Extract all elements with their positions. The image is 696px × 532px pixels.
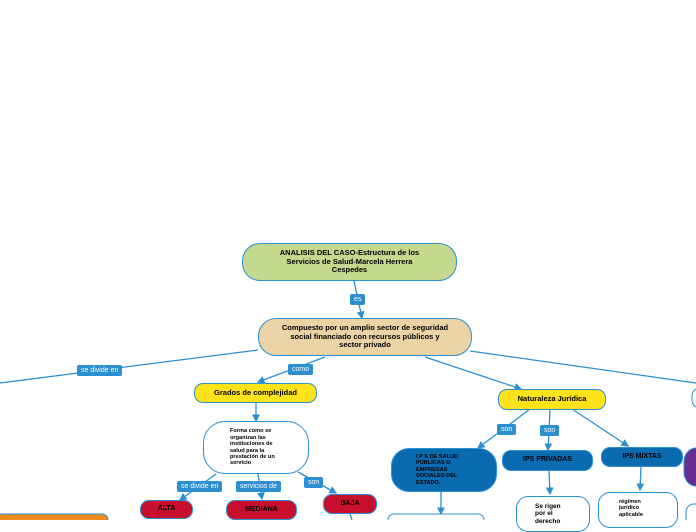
ips-mixtas-node-text: IPS MIXTAS bbox=[622, 452, 662, 460]
compuesto-node[interactable]: Compuesto por un amplio sector de seguri… bbox=[258, 318, 472, 356]
label-servicios-de: servicios de bbox=[236, 481, 281, 492]
offscreen-right-white-node-2 bbox=[685, 503, 696, 520]
connector-mixtas-regimen bbox=[636, 466, 645, 492]
offscreen-right-white-node bbox=[691, 388, 696, 408]
ips-publicas-node[interactable]: I P S DE SALUD PÚBLICAS O EMPRESAS SOCIA… bbox=[391, 448, 497, 492]
root-node[interactable]: ANALISIS DEL CASO-Estructura de los Serv… bbox=[242, 243, 457, 281]
alta-node[interactable]: ALTA bbox=[140, 500, 193, 519]
connector-compuesto-naturaleza bbox=[424, 356, 523, 391]
naturaleza-node-text: Naturaleza Jurídica bbox=[517, 394, 587, 404]
connector-compuesto-left bbox=[0, 349, 259, 384]
offscreen-right-purple-node bbox=[683, 447, 696, 487]
label-es: es bbox=[350, 294, 366, 305]
connector-naturaleza-mixtas bbox=[571, 408, 630, 447]
connector-compuesto-right bbox=[469, 350, 696, 384]
se-rigen-node-text: Se rigen por el derecho bbox=[535, 503, 561, 525]
se-rigen-node[interactable]: Se rigen por el derecho bbox=[516, 496, 590, 532]
compuesto-node-text: Compuesto por un amplio sector de seguri… bbox=[281, 323, 449, 350]
forma-node[interactable]: Forma como se organizan las institucione… bbox=[203, 421, 309, 474]
label-se-divide-en-grados: se divide en bbox=[177, 481, 223, 492]
publicas-child-node bbox=[387, 513, 485, 520]
label-se-divide-en-left: se divide en bbox=[77, 365, 123, 376]
ips-publicas-node-text: I P S DE SALUD PÚBLICAS O EMPRESAS SOCIA… bbox=[416, 453, 459, 486]
ips-privadas-node-text: IPS PRIVADAS bbox=[523, 456, 572, 464]
grados-node-text: Grados de complejidad bbox=[214, 387, 297, 397]
ips-mixtas-node[interactable]: IPS MIXTAS bbox=[601, 447, 683, 467]
connector-baja-below bbox=[349, 513, 353, 520]
mediana-node[interactable]: MEDIANA bbox=[226, 500, 297, 520]
naturaleza-node[interactable]: Naturaleza Jurídica bbox=[498, 389, 606, 410]
grados-node[interactable]: Grados de complejidad bbox=[194, 383, 317, 403]
ips-privadas-node[interactable]: IPS PRIVADAS bbox=[502, 450, 593, 471]
label-como: como bbox=[288, 364, 314, 375]
label-son-baja: son bbox=[304, 477, 324, 488]
root-node-text: ANALISIS DEL CASO-Estructura de los Serv… bbox=[279, 248, 420, 275]
connector-privadas-serigen bbox=[545, 470, 554, 496]
regimen-node[interactable]: régimen jurídico aplicable bbox=[598, 492, 678, 528]
mediana-node-text: MEDIANA bbox=[245, 505, 278, 513]
alta-node-text: ALTA bbox=[157, 505, 176, 513]
connector-layer bbox=[0, 280, 696, 520]
baja-node[interactable]: BAJA bbox=[323, 494, 377, 514]
forma-node-text: Forma como se organizan las institucione… bbox=[230, 428, 275, 467]
offscreen-left-orange-node bbox=[0, 513, 109, 520]
label-son-naturaleza: son bbox=[497, 424, 517, 435]
label-son-privadas: son bbox=[540, 425, 560, 436]
regimen-node-text: régimen jurídico aplicable bbox=[619, 499, 643, 518]
baja-node-text: BAJA bbox=[340, 499, 360, 507]
